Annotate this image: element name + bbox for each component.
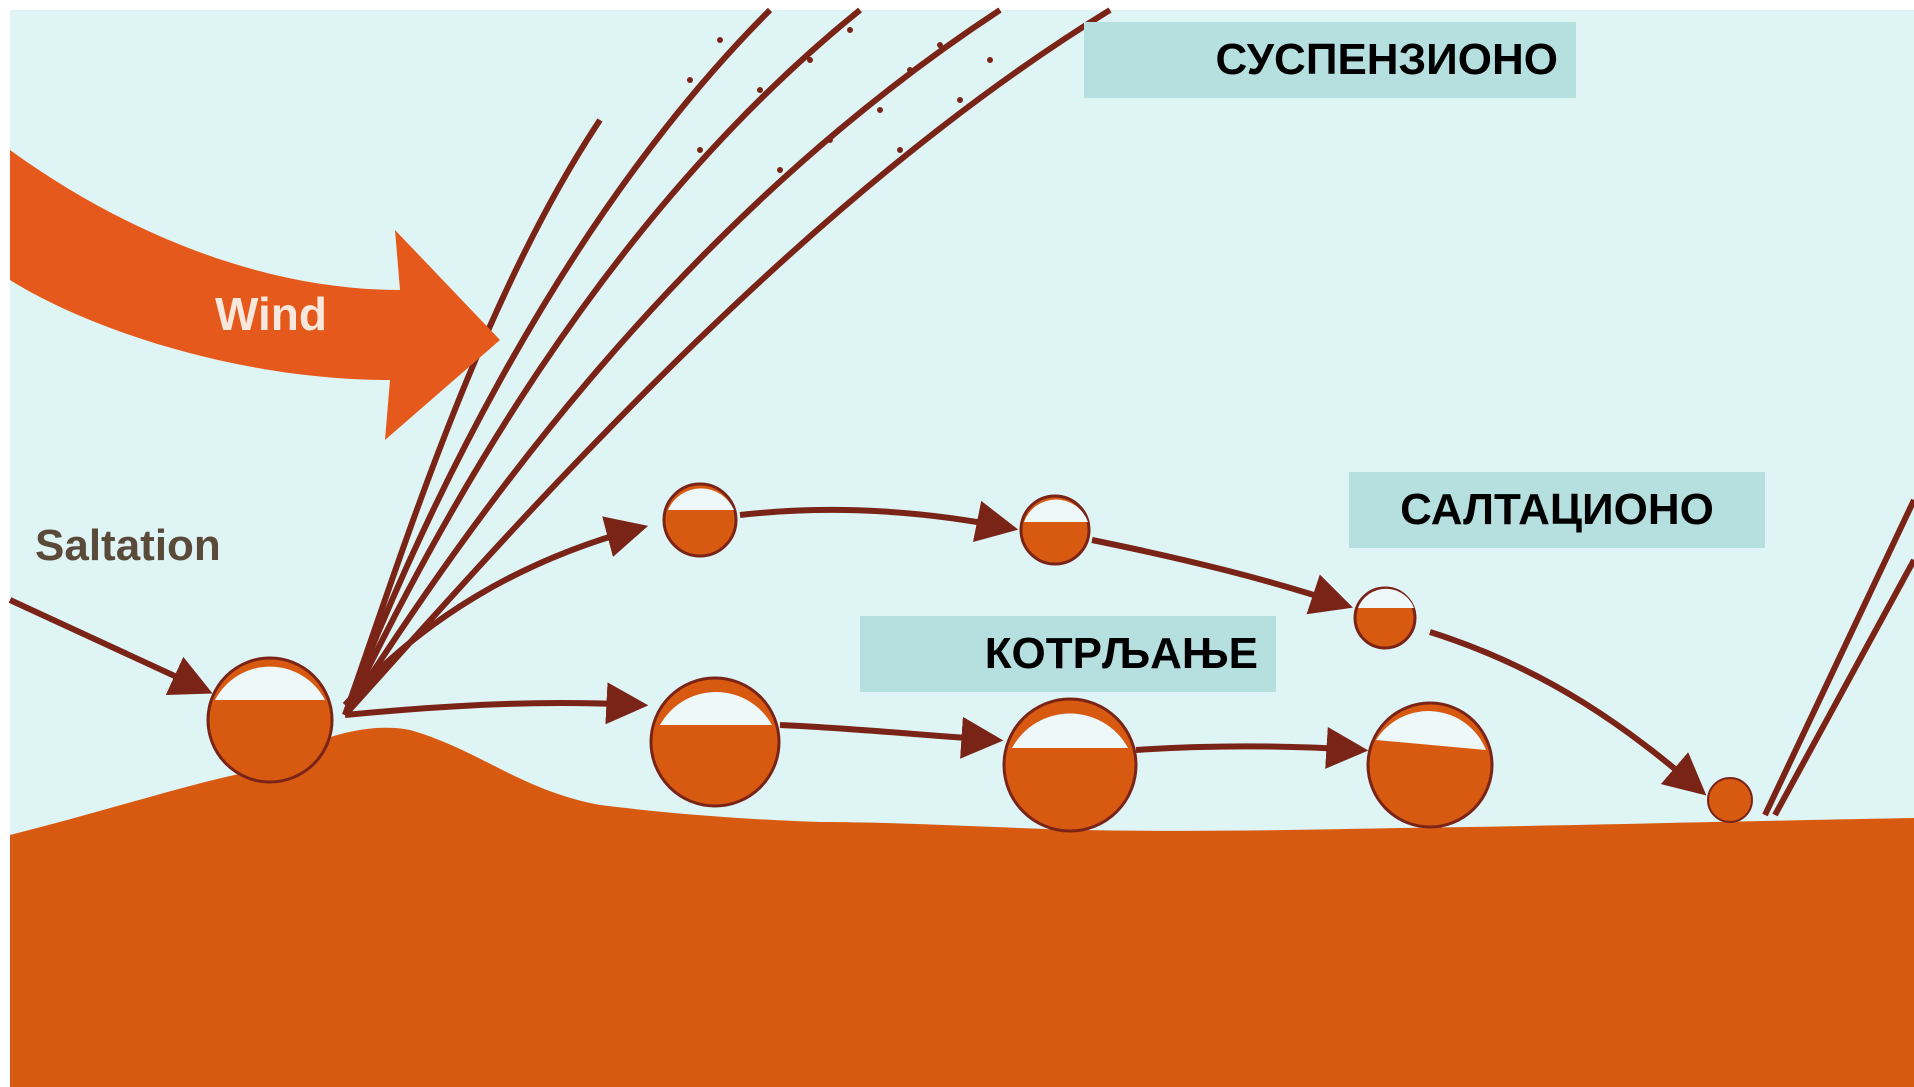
- grain: [1708, 778, 1752, 822]
- label-suspension: СУСПЕНЗИОНО: [1084, 22, 1576, 98]
- label-saltation: САЛТАЦИОНО: [1349, 472, 1765, 548]
- saltation-text: Saltation: [35, 521, 221, 570]
- label-rolling: КОТРЉАЊЕ: [860, 616, 1276, 692]
- wind-text: Wind: [215, 288, 327, 340]
